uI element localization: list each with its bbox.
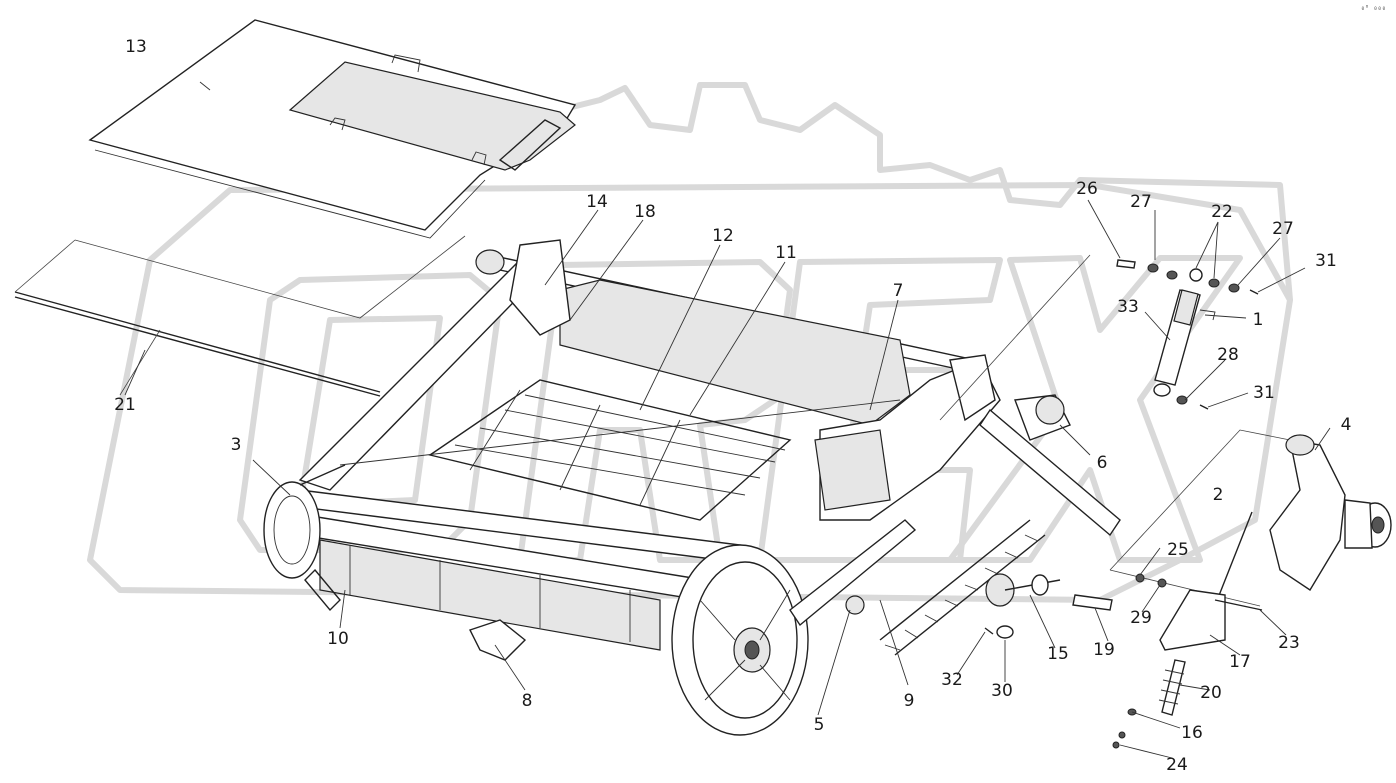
callout-15: 15: [1047, 644, 1069, 664]
callout-32: 32: [941, 670, 963, 690]
rod-part-21: [14, 235, 466, 397]
callout-6: 6: [1097, 453, 1108, 473]
tensioner-assembly: [1109, 511, 1263, 749]
cover-sheet-part-13: [88, 19, 577, 239]
callout-29: 29: [1130, 608, 1152, 628]
callout-27b: 27: [1272, 219, 1294, 239]
gearbox-part-4: [1109, 429, 1392, 591]
callout-26: 26: [1076, 179, 1098, 199]
callout-4: 4: [1341, 415, 1352, 435]
callout-9: 9: [904, 691, 915, 711]
callout-25: 25: [1167, 540, 1189, 560]
callout-27a: 27: [1130, 192, 1152, 212]
callout-labels: 13 21 3 14 18 12 11 7 26 27 22 27 31 1 3…: [114, 4, 1386, 775]
corner-mark: ₀⁰ ₀₀₀: [1361, 4, 1386, 12]
callout-24: 24: [1166, 755, 1188, 775]
callout-20: 20: [1200, 683, 1222, 703]
leader-lines: [124, 81, 1331, 759]
callout-7: 7: [893, 281, 904, 301]
callout-5: 5: [814, 715, 825, 735]
callout-22: 22: [1211, 202, 1233, 222]
callout-23: 23: [1278, 633, 1300, 653]
callout-19: 19: [1093, 640, 1115, 660]
callout-14: 14: [586, 192, 608, 212]
callout-31a: 31: [1315, 251, 1337, 271]
callout-11: 11: [775, 243, 797, 263]
callout-28: 28: [1217, 345, 1239, 365]
callout-3: 3: [231, 435, 242, 455]
cylinder-assembly-part-33: [939, 254, 1259, 421]
callout-13: 13: [125, 37, 147, 57]
callout-18: 18: [634, 202, 656, 222]
callout-10: 10: [327, 629, 349, 649]
callout-16: 16: [1181, 723, 1203, 743]
callout-30: 30: [991, 681, 1013, 701]
callout-33: 33: [1117, 297, 1139, 317]
callout-2: 2: [1213, 485, 1224, 505]
callout-12: 12: [712, 226, 734, 246]
callout-17: 17: [1229, 652, 1251, 672]
callout-1: 1: [1253, 310, 1264, 330]
callout-8: 8: [522, 691, 533, 711]
callout-21: 21: [114, 395, 136, 415]
callout-31b: 31: [1253, 383, 1275, 403]
frame-assembly: [263, 239, 1121, 736]
